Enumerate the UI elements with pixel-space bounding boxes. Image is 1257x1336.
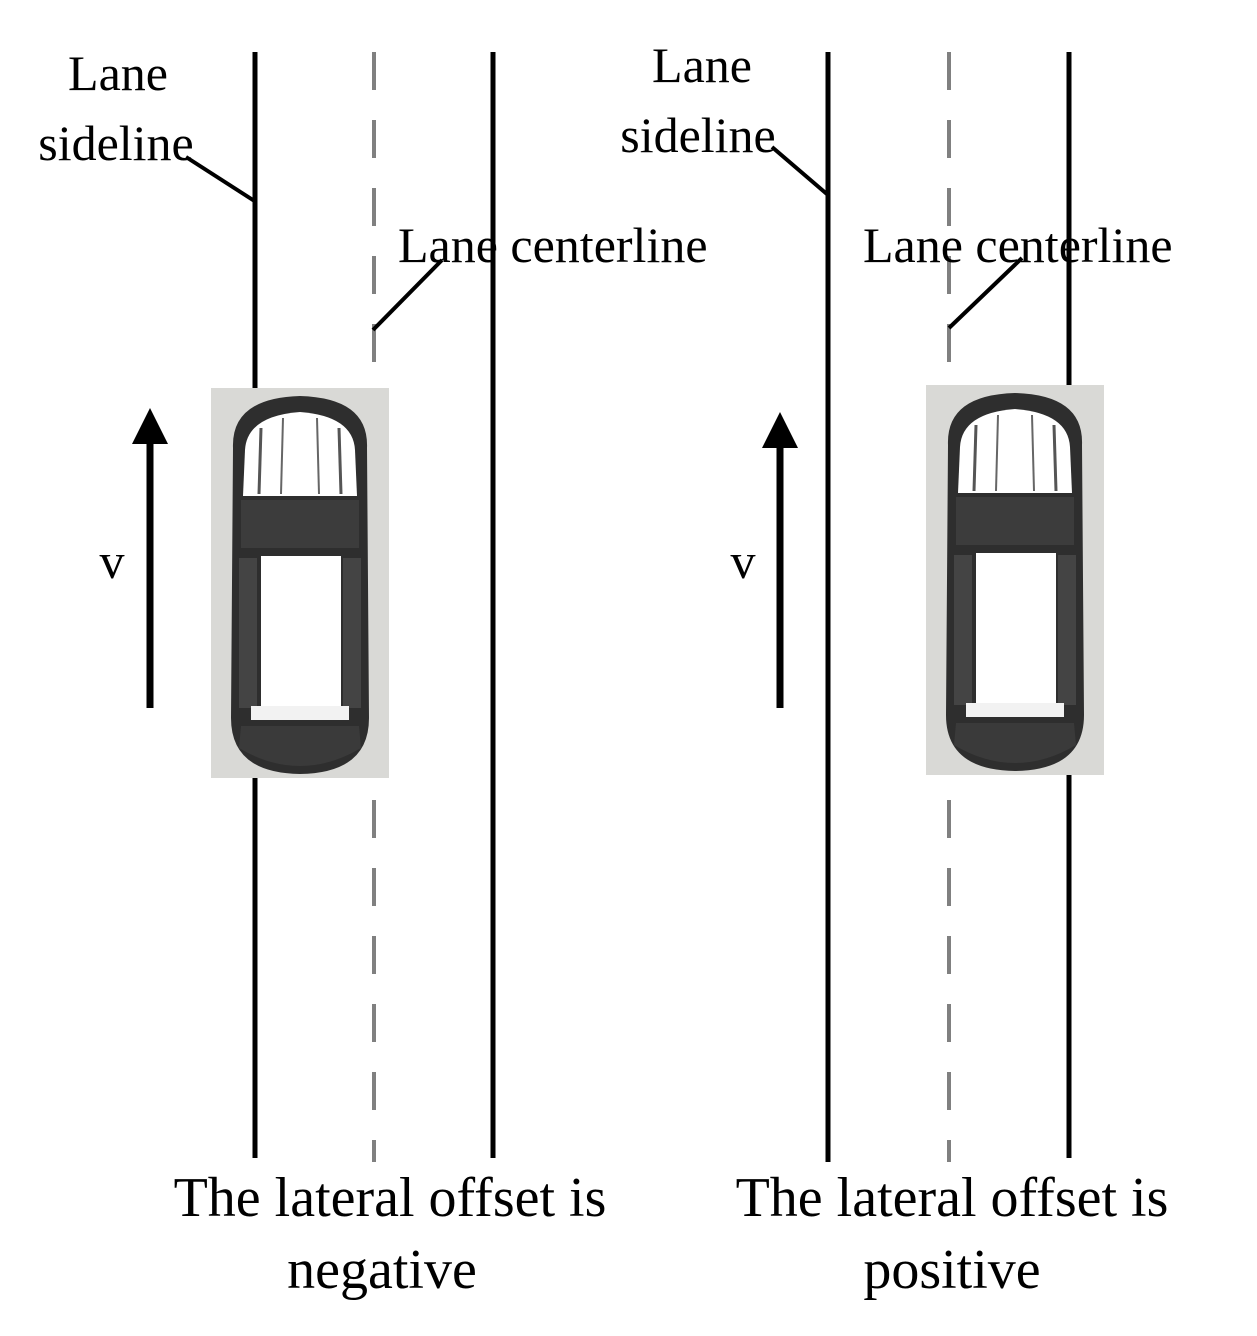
arrow-up-icon (132, 408, 168, 708)
right-caption-line2: positive (863, 1239, 1040, 1301)
left-sideline-leader-line (184, 155, 258, 204)
right-centerline-leader-line (947, 256, 1024, 330)
car-top-view-icon (209, 386, 391, 780)
right-sideline-leader-line (770, 145, 830, 197)
left-centerline-label: Lane centerline (398, 217, 708, 273)
right-velocity-label: v (731, 533, 756, 589)
right-sideline-label-line1: Lane (652, 37, 752, 93)
left-centerline-leader-line (371, 258, 444, 332)
left-sideline-label-line1: Lane (68, 45, 168, 101)
left-velocity-label: v (100, 533, 125, 589)
car-top-view-icon (924, 383, 1106, 777)
right-caption-line1: The lateral offset is (736, 1167, 1169, 1229)
arrow-up-icon (762, 412, 798, 708)
left-panel: Lane sideline Lane centerline v The late… (38, 45, 707, 1301)
left-caption-line1: The lateral offset is (174, 1167, 607, 1229)
right-panel: Lane sideline Lane centerline v The late… (620, 37, 1172, 1301)
left-sideline-label-line2: sideline (38, 115, 194, 171)
left-caption-line2: negative (287, 1239, 477, 1301)
right-sideline-label-line2: sideline (620, 107, 776, 163)
